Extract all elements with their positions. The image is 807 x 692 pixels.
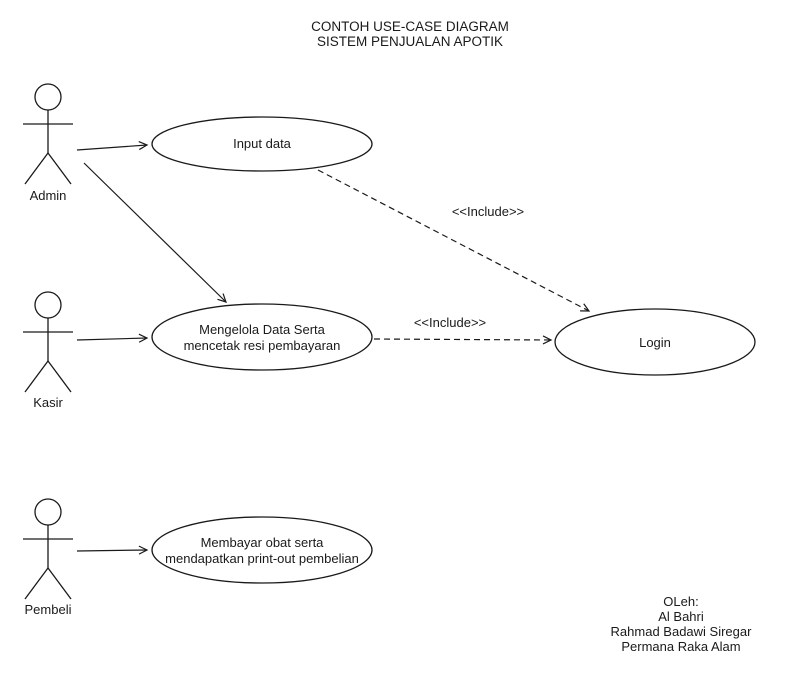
- actor-pembeli-label: Pembeli: [25, 602, 72, 617]
- dashed-arrow-input-data-to-login: [317, 169, 591, 312]
- arrow-admin-to-input-data: [76, 141, 149, 151]
- arrow-admin-to-mengelola: [83, 162, 227, 303]
- use-case-membayar-label-line2: mendapatkan print-out pembelian: [165, 551, 359, 566]
- actor-pembeli-figure: [23, 498, 73, 600]
- credits-line3: Rahmad Badawi Siregar: [611, 624, 753, 639]
- include-label-middle: <<Include>>: [414, 315, 486, 330]
- dashed-arrow-mengelola-to-login: [373, 335, 553, 345]
- credits-line1: OLeh:: [663, 594, 698, 609]
- use-case-login: Login: [554, 308, 756, 376]
- use-case-membayar: Membayar obat serta mendapatkan print-ou…: [151, 516, 373, 584]
- credits-block: OLeh: Al Bahri Rahmad Badawi Siregar Per…: [611, 594, 753, 654]
- use-case-mengelola-label-line2: mencetak resi pembayaran: [184, 338, 341, 353]
- actor-kasir-label: Kasir: [33, 395, 63, 410]
- arrow-pembeli-to-membayar: [76, 545, 149, 555]
- credits-line2: Al Bahri: [658, 609, 704, 624]
- include-label-top: <<Include>>: [452, 204, 524, 219]
- diagram-title-line2: SISTEM PENJUALAN APOTIK: [317, 34, 503, 49]
- actor-admin-figure: [23, 83, 73, 185]
- use-case-mengelola: Mengelola Data Serta mencetak resi pemba…: [151, 303, 373, 371]
- arrow-kasir-to-mengelola: [76, 333, 149, 343]
- use-case-input-data: Input data: [151, 116, 373, 172]
- use-case-membayar-label-line1: Membayar obat serta: [201, 535, 325, 550]
- credits-line4: Permana Raka Alam: [621, 639, 740, 654]
- use-case-login-label: Login: [639, 335, 671, 350]
- use-case-input-data-label: Input data: [233, 136, 292, 151]
- use-case-mengelola-label-line1: Mengelola Data Serta: [199, 322, 326, 337]
- actor-kasir-figure: [23, 291, 73, 393]
- actor-admin-label: Admin: [30, 188, 67, 203]
- diagram-title-line1: CONTOH USE-CASE DIAGRAM: [311, 19, 509, 34]
